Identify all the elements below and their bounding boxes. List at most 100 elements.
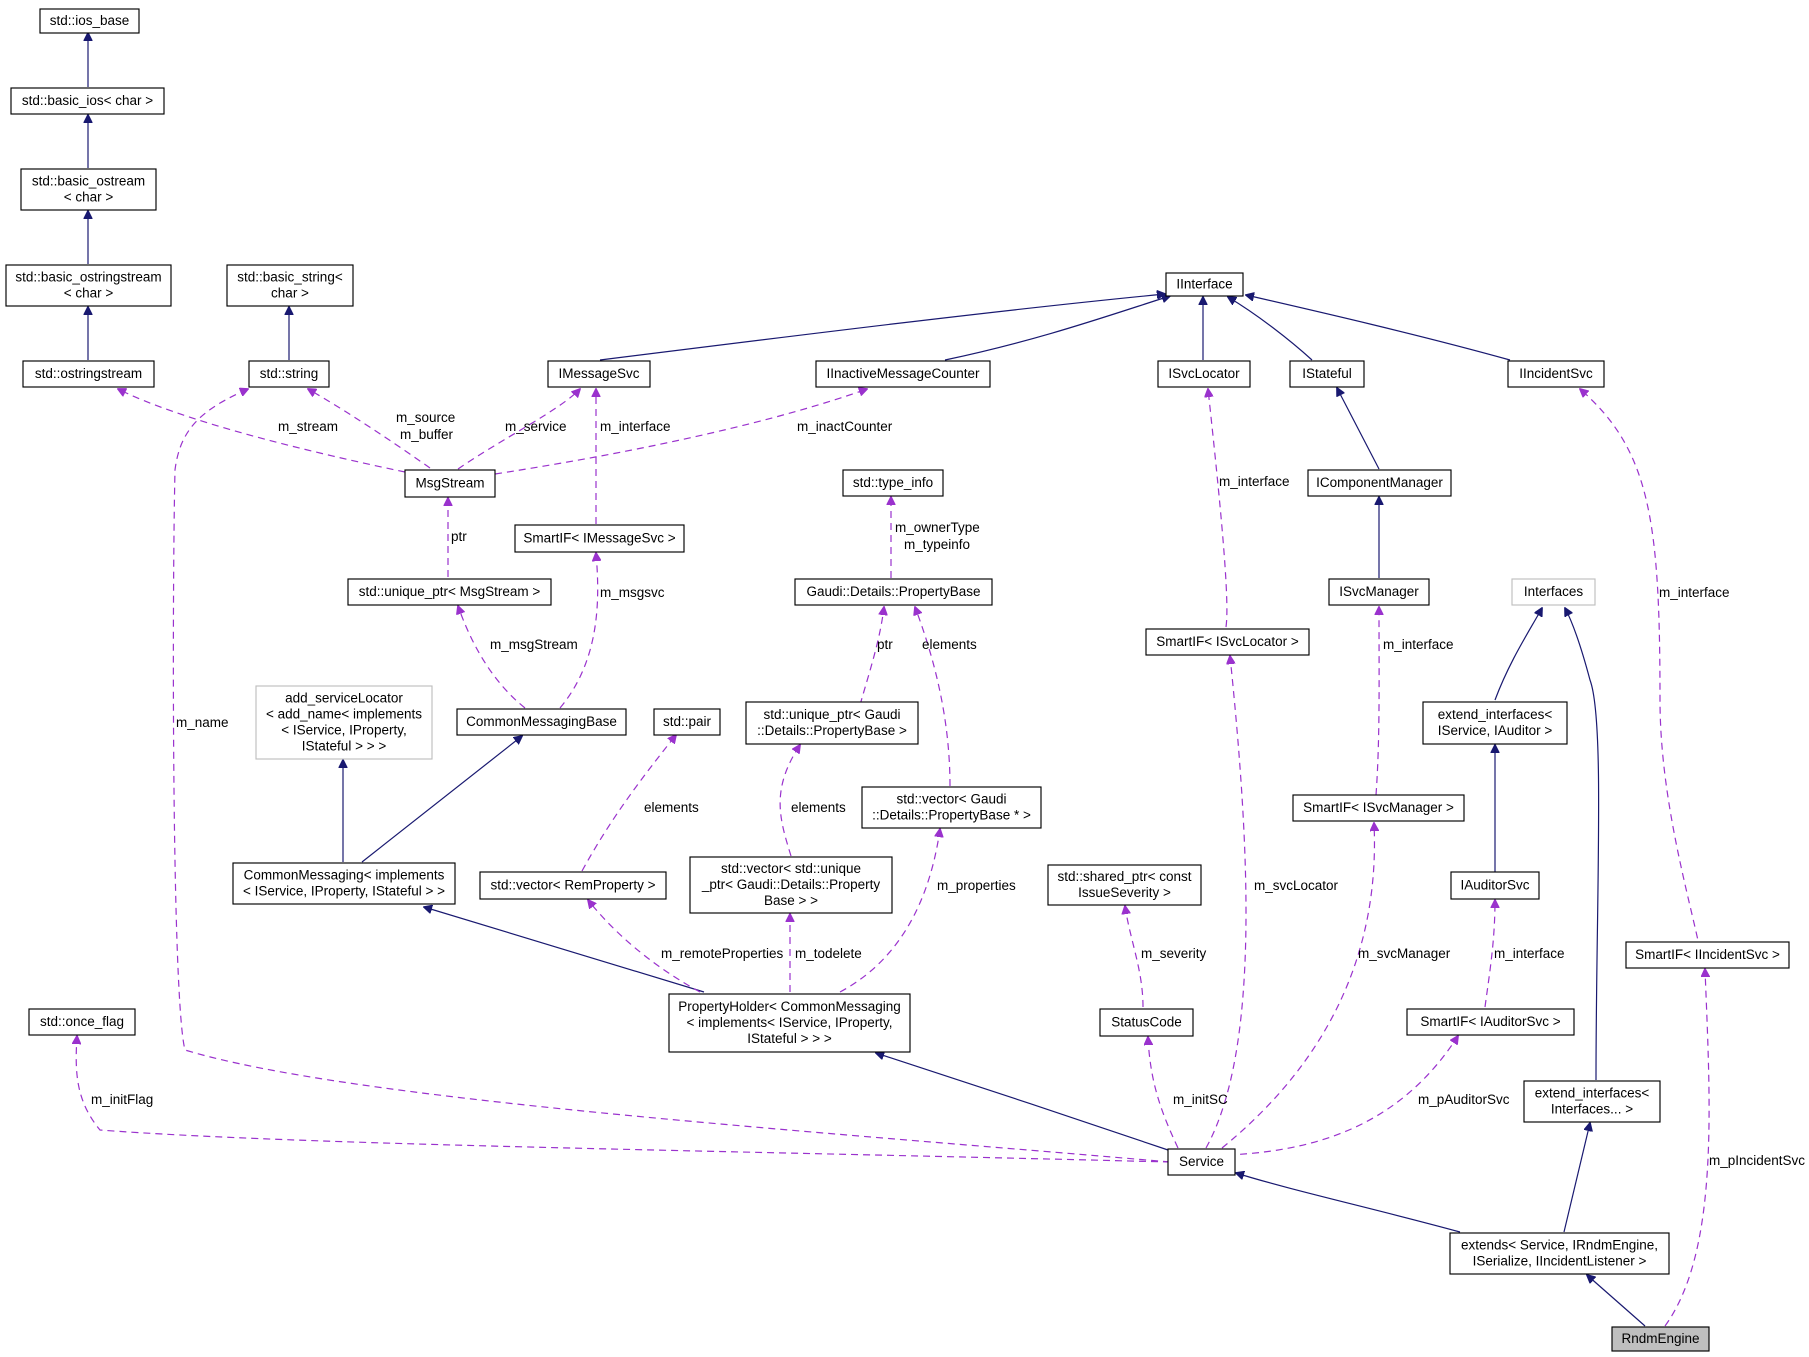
node-istateful[interactable]: IStateful — [1289, 360, 1365, 388]
node-icomponentmanager[interactable]: IComponentManager — [1307, 469, 1452, 497]
node-commonmessaging[interactable]: CommonMessaging< implements< IService, I… — [232, 862, 456, 905]
node-label-line: Gaudi::Details::PropertyBase — [806, 584, 980, 599]
node-box — [547, 360, 651, 388]
node-std-string[interactable]: std::string — [248, 360, 330, 388]
node-label-line: ::Details::PropertyBase * > — [872, 808, 1031, 823]
edge-commonmessagingbase-to-unique-ptr-msgstream — [458, 606, 526, 709]
node-smartif-iincidentsvc[interactable]: SmartIF< IIncidentSvc > — [1625, 941, 1790, 969]
node-label-line: SmartIF< IAuditorSvc > — [1420, 1014, 1560, 1029]
edge-label-m-properties: m_properties — [937, 878, 1016, 893]
node-label-line: < IService, IProperty, IStateful > > — [243, 884, 445, 899]
node-label-line: IInactiveMessageCounter — [826, 366, 980, 381]
edge-label-m-service: m_service — [505, 419, 567, 434]
node-std-unique-ptr-msgstream[interactable]: std::unique_ptr< MsgStream > — [347, 578, 552, 606]
node-vector-remproperty[interactable]: std::vector< RemProperty > — [479, 871, 667, 900]
node-interfaces[interactable]: Interfaces — [1511, 578, 1596, 606]
edge-smartif-iauditorsvc-to-iauditorsvc — [1484, 900, 1495, 1008]
node-extend-interfaces-dots[interactable]: extend_interfaces<Interfaces... > — [1523, 1080, 1661, 1123]
node-std-pair[interactable]: std::pair — [653, 708, 721, 736]
node-label-line: IssueSeverity > — [1078, 885, 1171, 900]
node-rndmengine[interactable]: RndmEngine — [1611, 1326, 1710, 1352]
edge-statuscode-to-shared-ptr — [1125, 906, 1144, 1008]
node-box — [1625, 941, 1790, 969]
node-commonmessagingbase[interactable]: CommonMessagingBase — [456, 708, 627, 736]
node-label-line: extend_interfaces< — [1438, 707, 1553, 722]
node-service[interactable]: Service — [1167, 1148, 1236, 1176]
edge-label-m-svclocator: m_svcLocator — [1254, 878, 1339, 893]
node-vector-unique-ptr[interactable]: std::vector< std::unique_ptr< Gaudi::Det… — [689, 856, 893, 914]
edge-msgstream-to-ostringstream — [118, 389, 406, 473]
edge-icomponentmanager-to-istateful — [1337, 388, 1380, 470]
node-isvclocator[interactable]: ISvcLocator — [1157, 360, 1251, 388]
node-smartif-isvcmanager[interactable]: SmartIF< ISvcManager > — [1292, 794, 1465, 822]
node-std-basic-ostream[interactable]: std::basic_ostream< char > — [20, 168, 157, 211]
edge-label-m-todelete: m_todelete — [795, 946, 862, 961]
node-box — [668, 993, 911, 1053]
node-label-line: SmartIF< ISvcLocator > — [1156, 634, 1299, 649]
node-iauditorsvc[interactable]: IAuditorSvc — [1450, 871, 1540, 900]
edge-smartif-isvclocator-to-isvclocator — [1208, 389, 1228, 628]
node-smartif-isvclocator[interactable]: SmartIF< ISvcLocator > — [1145, 628, 1310, 656]
edge-label-m-stream: m_stream — [278, 419, 338, 434]
node-box — [1422, 701, 1568, 745]
node-label-line: std::unique_ptr< MsgStream > — [359, 584, 541, 599]
node-box — [39, 8, 140, 34]
edge-label-m-interface-svcmanager: m_interface — [1383, 637, 1454, 652]
node-box — [1157, 360, 1251, 388]
node-std-ostringstream[interactable]: std::ostringstream — [22, 360, 155, 388]
node-label-line: std::basic_ostream — [32, 174, 145, 189]
edge-label-ptr-msgstream: ptr — [451, 529, 467, 544]
node-propertybase[interactable]: Gaudi::Details::PropertyBase — [794, 578, 993, 606]
node-label-line: extends< Service, IRndmEngine, — [1461, 1238, 1658, 1253]
node-label-line: IAuditorSvc — [1460, 878, 1529, 893]
edge-label-m-pauditorsvc: m_pAuditorSvc — [1418, 1092, 1510, 1107]
edge-extend-interfaces-dots-to-interfaces — [1565, 608, 1600, 1081]
node-label-line: std::vector< std::unique — [721, 861, 861, 876]
edge-service-to-smartif-isvcmanager — [1221, 823, 1374, 1149]
node-unique-ptr-propertybase[interactable]: std::unique_ptr< Gaudi::Details::Propert… — [745, 701, 919, 745]
node-statuscode[interactable]: StatusCode — [1099, 1008, 1194, 1037]
node-box — [10, 87, 165, 115]
node-label-line: std::vector< Gaudi — [897, 792, 1007, 807]
node-std-basic-ostringstream[interactable]: std::basic_ostringstream< char > — [5, 264, 172, 307]
node-add-servicelocator[interactable]: add_serviceLocator< add_name< implements… — [255, 685, 433, 760]
node-iincidentsvc[interactable]: IIncidentSvc — [1507, 360, 1605, 388]
node-std-basic-string[interactable]: std::basic_string<char > — [226, 264, 354, 307]
edge-label-m-interface-auditor: m_interface — [1494, 946, 1565, 961]
node-label-line: PropertyHolder< CommonMessaging — [678, 999, 900, 1014]
edge-service-to-smartif-iauditorsvc — [1227, 1036, 1458, 1156]
node-msgstream[interactable]: MsgStream — [404, 469, 496, 498]
node-label-line: SmartIF< IIncidentSvc > — [1635, 947, 1780, 962]
node-extends[interactable]: extends< Service, IRndmEngine,ISerialize… — [1449, 1232, 1670, 1275]
edge-label-m-initflag: m_initFlag — [91, 1092, 153, 1107]
node-label-line: char > — [271, 286, 309, 301]
node-std-once-flag[interactable]: std::once_flag — [28, 1008, 136, 1036]
node-iinterface[interactable]: IInterface — [1165, 272, 1244, 297]
node-std-type-info[interactable]: std::type_info — [842, 469, 944, 497]
node-std-ios-base[interactable]: std::ios_base — [39, 8, 140, 34]
node-propertyholder[interactable]: PropertyHolder< CommonMessaging< impleme… — [668, 993, 911, 1053]
edge-label-m-initsc: m_initSC — [1173, 1092, 1228, 1107]
node-box — [1307, 469, 1452, 497]
node-smartif-iauditorsvc[interactable]: SmartIF< IAuditorSvc > — [1406, 1008, 1575, 1036]
edge-label-elements-propertybase: elements — [922, 637, 977, 652]
node-vector-propertybase[interactable]: std::vector< Gaudi::Details::PropertyBas… — [861, 786, 1042, 829]
edge-label-m-inactcounter: m_inactCounter — [797, 419, 893, 434]
edge-service-to-smartif-isvclocator — [1205, 656, 1247, 1149]
node-box — [842, 469, 944, 497]
edge-service-to-statuscode — [1148, 1037, 1179, 1149]
node-extend-interfaces-iservice-iauditor[interactable]: extend_interfaces<IService, IAuditor > — [1422, 701, 1568, 745]
edge-vector-remproperty-to-pair — [581, 735, 676, 872]
node-smartif-imessagesvc[interactable]: SmartIF< IMessageSvc > — [514, 524, 685, 553]
node-iinactivemessagecounter[interactable]: IInactiveMessageCounter — [815, 360, 991, 388]
node-imessagesvc[interactable]: IMessageSvc — [547, 360, 651, 388]
node-std-basic-ios[interactable]: std::basic_ios< char > — [10, 87, 165, 115]
node-label-line: < char > — [64, 286, 114, 301]
node-isvcmanager[interactable]: ISvcManager — [1328, 578, 1430, 606]
node-label-line: Base > > — [764, 893, 818, 908]
node-label-line: ::Details::PropertyBase > — [757, 723, 907, 738]
node-box — [861, 786, 1042, 829]
edge-label-m-svcmanager: m_svcManager — [1358, 946, 1451, 961]
